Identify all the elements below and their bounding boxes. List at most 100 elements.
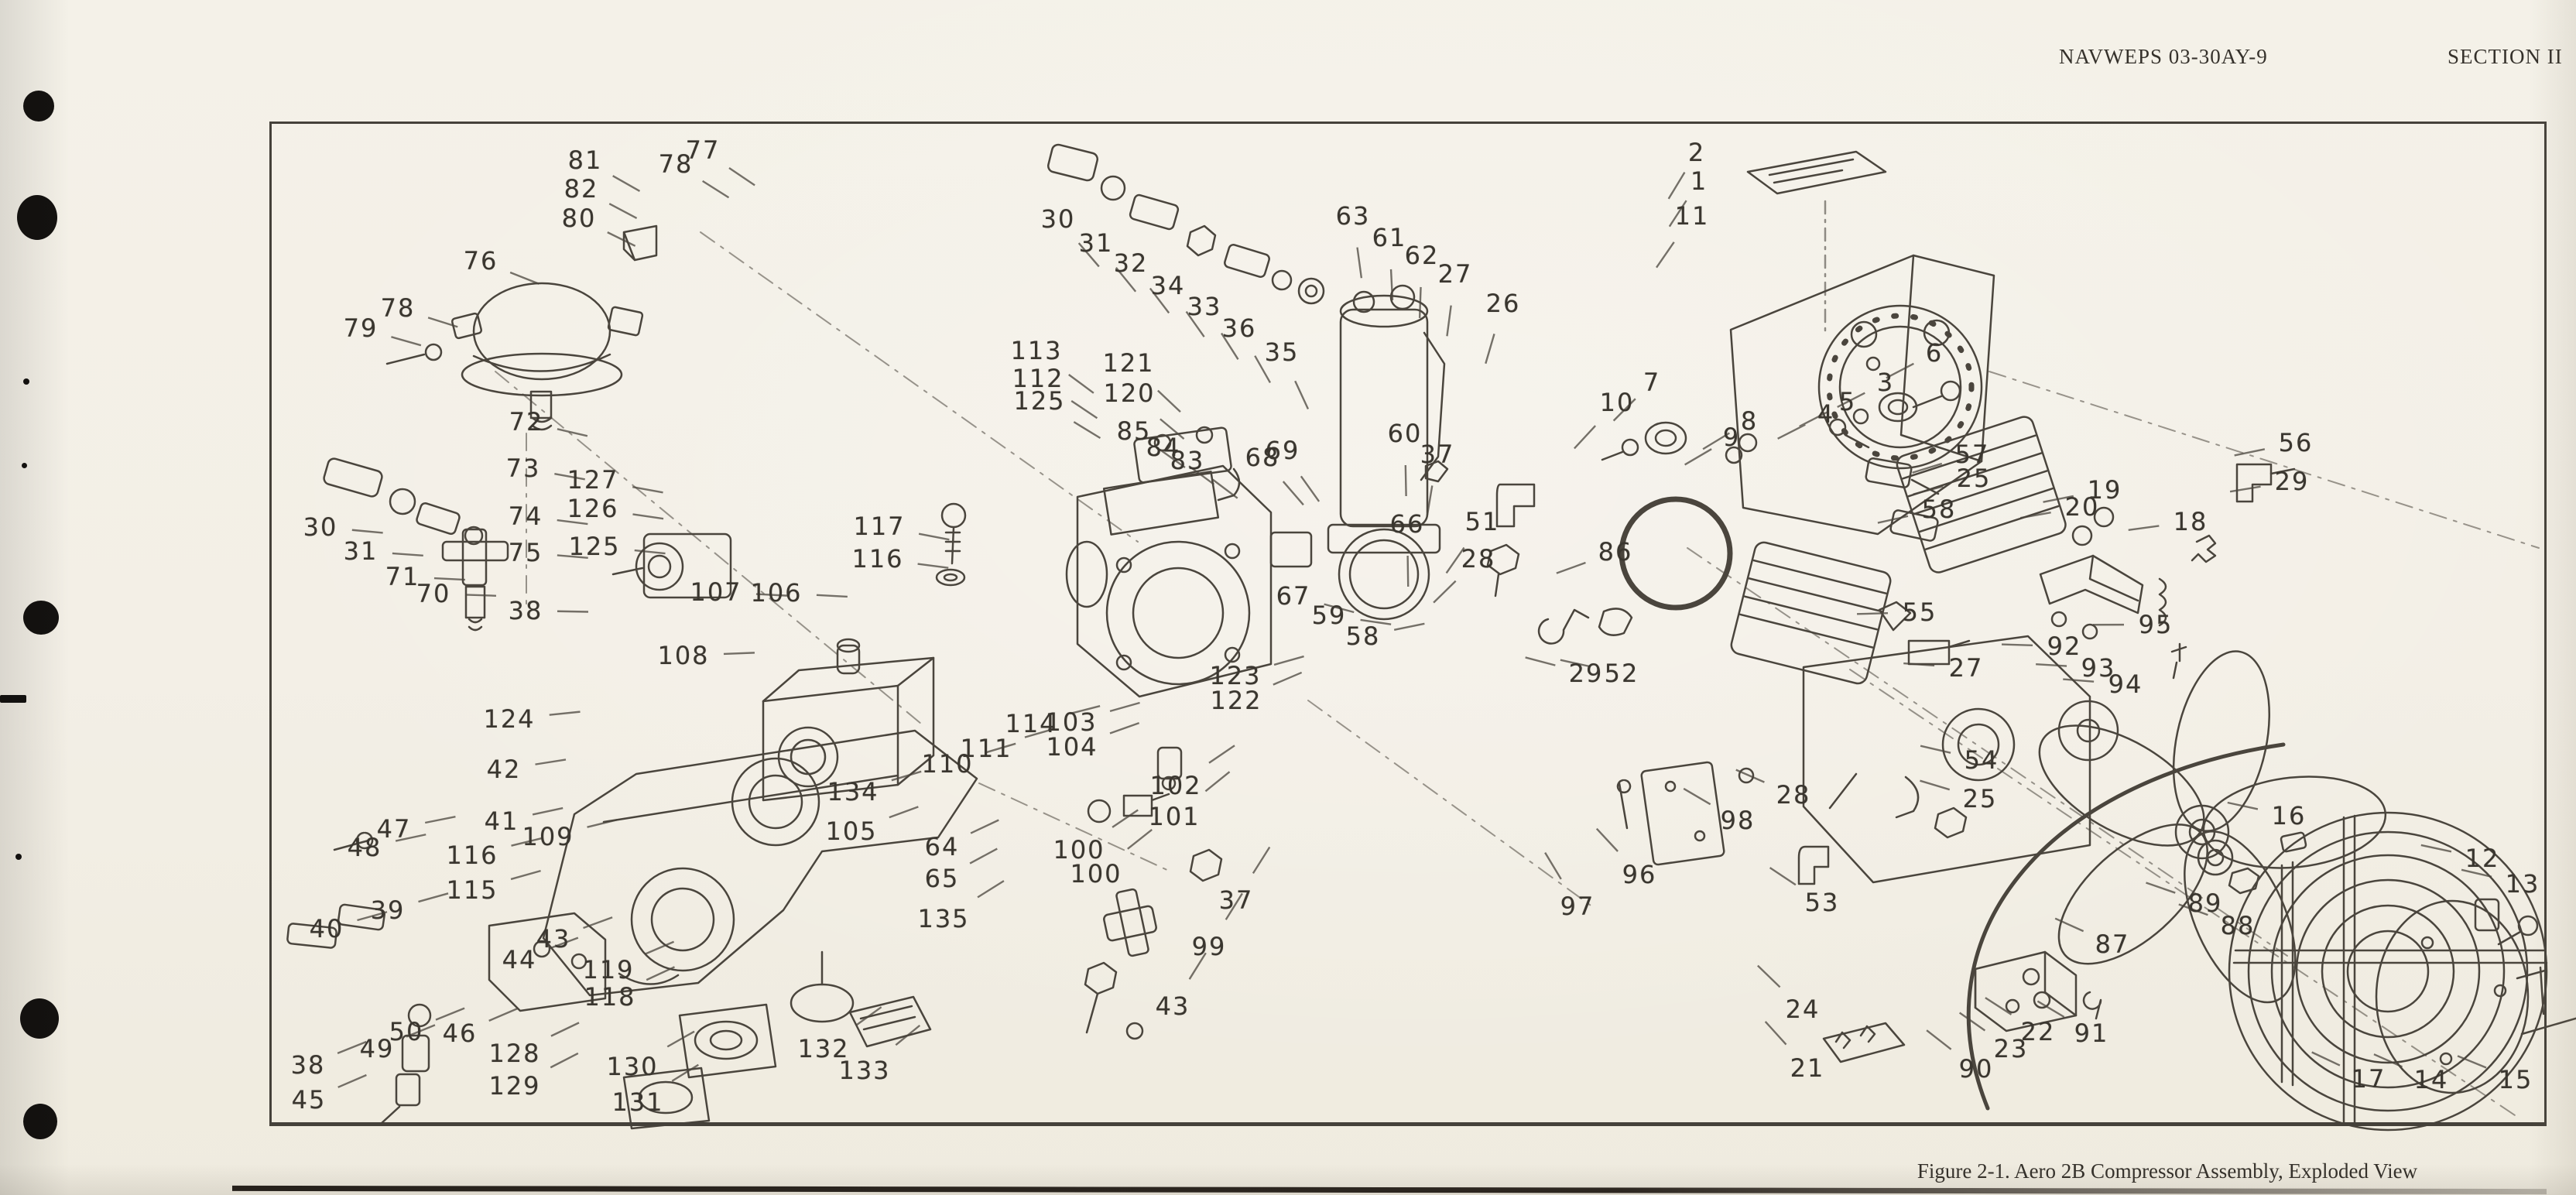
leader-line — [1024, 728, 1055, 738]
leader-line — [1070, 399, 1098, 419]
part-callout-66: 66 — [1389, 509, 1425, 539]
part-callout-80: 80 — [561, 204, 597, 233]
leader-line — [1112, 809, 1139, 828]
punch-hole — [23, 1104, 57, 1139]
punch-hole — [20, 998, 59, 1039]
part-callout-11: 11 — [1674, 201, 1710, 231]
punch-hole — [23, 378, 29, 385]
leader-line — [1656, 241, 1675, 269]
leader-line — [488, 1008, 518, 1022]
leader-line — [1886, 362, 1914, 379]
part-callout-45: 45 — [291, 1085, 327, 1115]
leader-line — [1070, 705, 1101, 715]
part-callout-59: 59 — [1311, 601, 1347, 630]
punch-hole — [17, 195, 57, 240]
leader-line — [2036, 663, 2067, 667]
leader-line — [1389, 269, 1394, 300]
leader-line — [2063, 678, 2095, 683]
leader-line — [1445, 546, 1465, 574]
part-callout-70: 70 — [416, 579, 451, 608]
part-callout-50: 50 — [389, 1017, 424, 1046]
leader-line — [391, 336, 422, 347]
part-callout-100: 100 — [1053, 835, 1105, 865]
part-callout-129: 129 — [488, 1071, 541, 1101]
leader-line — [1877, 515, 1909, 524]
part-callout-29: 29 — [2274, 467, 2310, 496]
part-callout-92: 92 — [2047, 632, 2082, 661]
leader-line — [2420, 844, 2452, 853]
part-callout-2: 2 — [1687, 138, 1706, 167]
leader-line — [917, 563, 949, 569]
leader-line — [510, 869, 541, 881]
punch-hole — [23, 91, 54, 122]
leader-line — [702, 180, 730, 199]
leader-line — [1188, 952, 1207, 980]
punch-hole — [23, 601, 59, 635]
part-callout-130: 130 — [606, 1052, 659, 1081]
part-callout-63: 63 — [1335, 201, 1371, 231]
part-callout-6: 6 — [1925, 338, 1944, 368]
part-callout-73: 73 — [505, 454, 541, 483]
leader-line — [671, 1063, 699, 1082]
part-callout-89: 89 — [2187, 889, 2223, 918]
leader-line — [1225, 892, 1243, 920]
part-callout-46: 46 — [442, 1019, 478, 1048]
leader-line — [2054, 917, 2084, 933]
leader-line — [509, 271, 540, 285]
part-callout-28: 28 — [1776, 780, 1811, 810]
leader-line — [2461, 868, 2492, 878]
part-callout-4: 4 — [1817, 399, 1835, 429]
part-callout-15: 15 — [2498, 1065, 2533, 1094]
leader-line — [1068, 374, 1094, 394]
part-callout-26: 26 — [1485, 289, 1521, 318]
leader-line — [977, 880, 1005, 899]
part-callout-16: 16 — [2271, 801, 2307, 830]
part-callout-18: 18 — [2173, 507, 2208, 536]
fitting-chain-top-drawing — [1046, 143, 1325, 305]
leader-line — [1560, 659, 1591, 668]
part-callout-84: 84 — [1146, 433, 1181, 462]
part-callout-31: 31 — [343, 536, 379, 566]
leader-line — [970, 819, 999, 834]
part-callout-107: 107 — [690, 577, 742, 607]
part-callout-48: 48 — [347, 833, 382, 862]
leader-line — [392, 552, 423, 557]
part-callout-27: 27 — [1437, 259, 1473, 289]
part-callout-37: 37 — [1218, 885, 1254, 915]
leader-line — [1702, 432, 1730, 450]
leader-line — [1556, 561, 1586, 574]
part-callout-119: 119 — [582, 955, 635, 984]
part-callout-27: 27 — [1948, 653, 1984, 683]
part-callout-97: 97 — [1560, 892, 1595, 921]
part-callout-124: 124 — [483, 704, 536, 734]
part-callout-112: 112 — [1012, 364, 1064, 393]
part-callout-68: 68 — [1245, 443, 1280, 472]
part-callout-29: 29 — [1568, 659, 1604, 688]
leader-line — [1912, 462, 1943, 474]
part-callout-49: 49 — [359, 1034, 395, 1063]
right-hardware-drawing — [2197, 831, 2576, 1036]
leader-line — [357, 911, 388, 922]
leader-line — [632, 513, 664, 520]
leader-line — [1356, 247, 1363, 279]
cover-bracket-drawing — [1729, 150, 1995, 536]
leader-line — [1185, 310, 1205, 337]
punch-hole — [22, 463, 27, 468]
leader-line — [855, 1006, 882, 1026]
part-callout-93: 93 — [2081, 653, 2116, 683]
regulator-drawing — [385, 282, 644, 431]
leader-line — [395, 834, 426, 842]
leader-line — [1282, 481, 1304, 506]
punch-hole — [0, 695, 26, 703]
part-callout-100: 100 — [1070, 859, 1122, 889]
part-callout-56: 56 — [2278, 428, 2314, 457]
leader-line — [511, 837, 542, 847]
leader-line — [1300, 475, 1321, 502]
part-callout-131: 131 — [611, 1087, 664, 1117]
leader-line — [1115, 267, 1137, 293]
part-callout-3: 3 — [1876, 368, 1895, 397]
leader-line — [1208, 745, 1235, 764]
fan-guard-drawing — [2228, 811, 2548, 1132]
fan-drawing — [2038, 650, 2387, 1004]
